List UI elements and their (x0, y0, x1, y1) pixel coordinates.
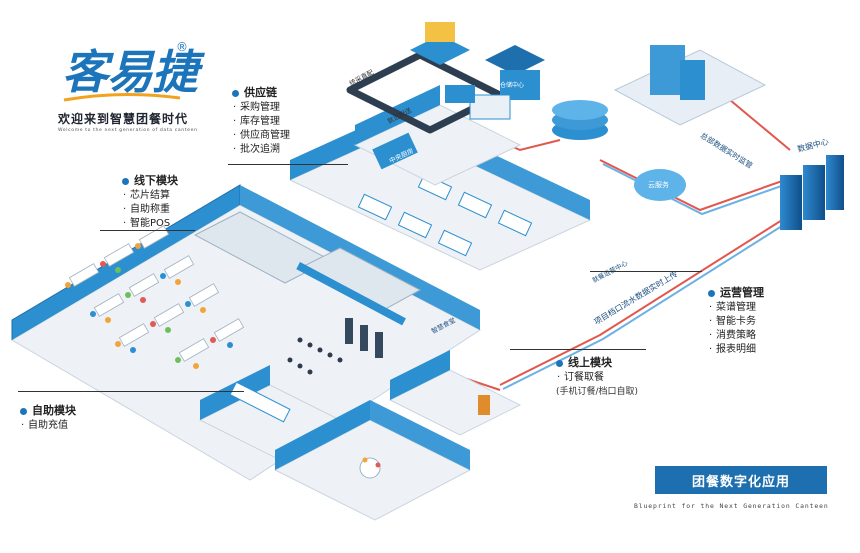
brand-slogan-en: Welcome to the next generation of data c… (58, 128, 198, 133)
module-item: 供应商管理 (232, 129, 290, 143)
leader-line (100, 230, 195, 231)
module-title: 线上模块 (568, 356, 612, 369)
module-title: 线下模块 (134, 174, 178, 187)
footer-title-banner: 团餐数字化应用 (655, 466, 827, 494)
bullet-dot-icon (20, 407, 27, 415)
headquarters-building (613, 45, 767, 126)
module-item: 报表明细 (708, 343, 764, 357)
footer-subtitle: Blueprint for the Next Generation Cantee… (634, 502, 829, 510)
module-self-service: 自助模块 自助充值 (20, 404, 76, 433)
data-center-servers (780, 155, 844, 230)
leader-line (510, 349, 646, 350)
leader-line (228, 164, 348, 165)
brand-logo: 客易捷 (62, 45, 198, 99)
module-item: 批次追溯 (232, 143, 290, 157)
canteen-left-wall-top (240, 185, 480, 330)
online-pickup-room (388, 350, 522, 436)
label-cloud: 云服务 (648, 181, 669, 189)
dining-area (65, 225, 383, 375)
module-online: 线上模块 订餐取餐 (手机订餐/档口自取) (556, 356, 638, 399)
module-item: 自助充值 (20, 419, 76, 433)
module-title: 供应链 (244, 86, 277, 99)
leader-line (18, 391, 244, 392)
cloud-server (552, 100, 686, 201)
bullet-dot-icon (122, 177, 129, 185)
bullet-dot-icon (232, 89, 239, 97)
cafe-room (273, 400, 472, 521)
module-item: 智能POS (122, 217, 178, 231)
module-supply-chain: 供应链 采购管理 库存管理 供应商管理 批次追溯 (232, 86, 290, 157)
module-item: 库存管理 (232, 115, 290, 129)
module-item: 订餐取餐 (556, 371, 638, 385)
bullet-dot-icon (556, 359, 563, 367)
registered-mark: ® (176, 40, 188, 54)
module-title: 运营管理 (720, 286, 764, 299)
module-offline: 线下模块 芯片结算 自助称重 智能POS (122, 174, 178, 231)
leader-line (590, 271, 702, 272)
module-operations: 运营管理 菜谱管理 智能卡务 消费策略 报表明细 (708, 286, 764, 357)
module-item: 芯片结算 (122, 189, 178, 203)
serving-counter (193, 211, 422, 326)
module-item: 采购管理 (232, 101, 290, 115)
logo-swoosh-icon (63, 92, 181, 102)
module-item: 菜谱管理 (708, 301, 764, 315)
module-item: 智能卡务 (708, 315, 764, 329)
module-note: (手机订餐/档口自取) (556, 387, 639, 397)
module-item: 自助称重 (122, 203, 178, 217)
label-warehouse: 仓储中心 (500, 82, 525, 89)
brand-slogan: 欢迎来到智慧团餐时代 (58, 112, 189, 126)
module-item: 消费策略 (708, 329, 764, 343)
warehouse-buildings (410, 22, 545, 120)
bullet-dot-icon (708, 289, 715, 297)
module-title: 自助模块 (32, 404, 76, 417)
